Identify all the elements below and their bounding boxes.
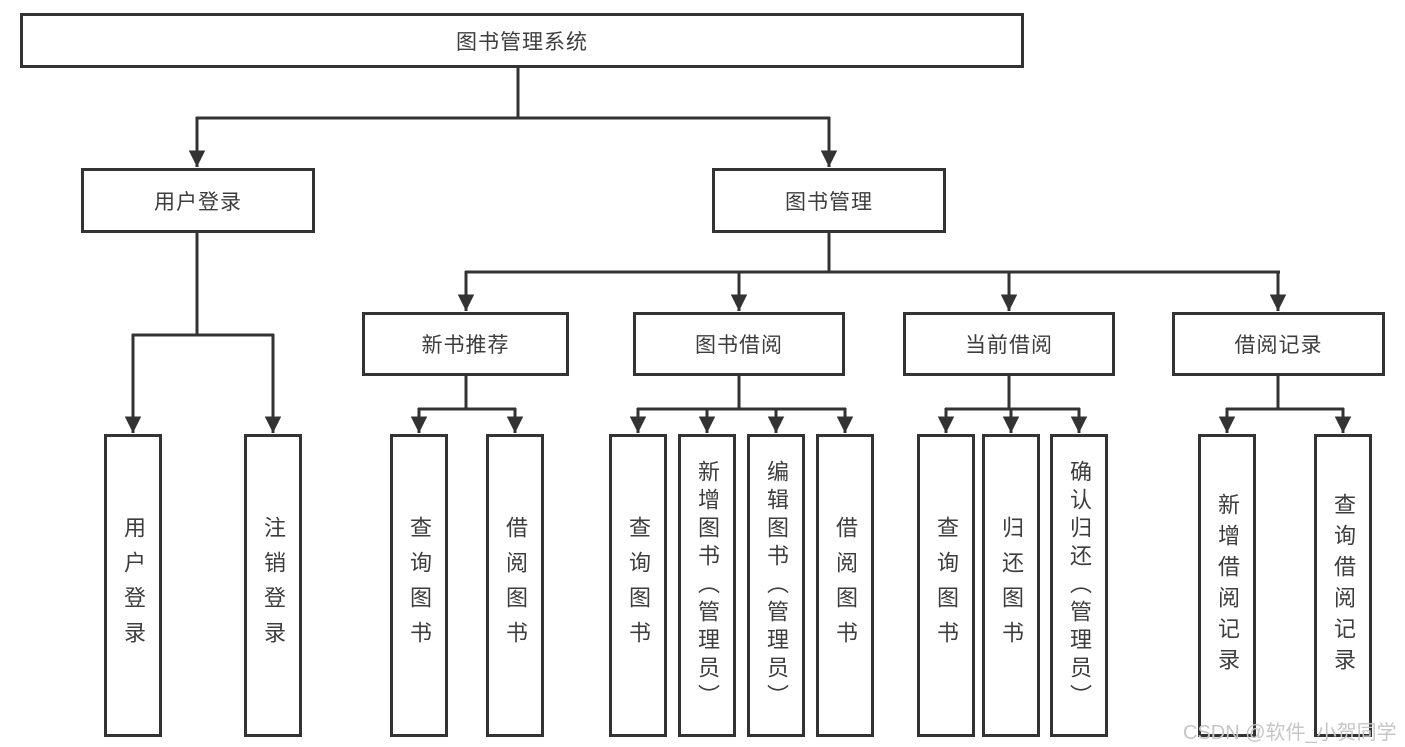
leaf-user-login: 用户登录: [104, 434, 162, 737]
csdn-watermark: CSDN @软件_小贺同学: [1183, 722, 1397, 744]
node-new-book-recommendation: 新书推荐: [362, 312, 569, 376]
node-label: 查询图书: [934, 515, 959, 656]
node-label: 查询图书: [407, 515, 432, 656]
node-current-borrowing: 当前借阅: [903, 312, 1115, 376]
leaf-return-books: 归还图书: [982, 434, 1040, 737]
node-book-borrowing: 图书借阅: [633, 312, 845, 376]
node-user-login: 用户登录: [81, 168, 315, 233]
node-label: 注销登录: [261, 515, 286, 656]
node-label: 查询借阅记录: [1331, 492, 1356, 679]
node-label: 图书管理系统: [456, 30, 588, 54]
node-label: 图书借阅: [695, 334, 783, 357]
leaf-borrow-books-recommend: 借阅图书: [486, 434, 544, 737]
node-label: 图书管理: [785, 190, 873, 214]
node-label: 借阅图书: [503, 515, 528, 656]
node-label: 新增借阅记录: [1215, 492, 1240, 679]
node-borrowing-records: 借阅记录: [1172, 312, 1385, 376]
node-label: 新书推荐: [421, 334, 510, 357]
node-label: 用户登录: [121, 515, 146, 656]
leaf-borrow-books: 借阅图书: [816, 434, 874, 737]
leaf-query-borrowing-record: 查询借阅记录: [1314, 434, 1372, 737]
node-label: 借阅记录: [1234, 334, 1323, 357]
leaf-query-books-borrowing: 查询图书: [609, 434, 667, 737]
leaf-add-borrowing-record: 新增借阅记录: [1198, 434, 1256, 737]
leaf-add-books-admin: 新增图书（管理员）: [678, 434, 736, 737]
node-label: 用户登录: [154, 190, 242, 214]
leaf-confirm-return-admin: 确认归还（管理员）: [1050, 434, 1108, 737]
node-label: 查询图书: [626, 515, 651, 656]
leaf-query-books-recommend: 查询图书: [390, 434, 448, 737]
node-label: 确认归还（管理员）: [1067, 459, 1092, 712]
node-label: 新增图书（管理员）: [695, 459, 720, 712]
node-book-management: 图书管理: [712, 168, 946, 233]
node-label: 编辑图书（管理员）: [764, 459, 789, 712]
node-library-management-system: 图书管理系统: [20, 13, 1024, 68]
leaf-query-books-current: 查询图书: [917, 434, 975, 737]
node-label: 借阅图书: [833, 515, 858, 656]
node-label: 归还图书: [999, 515, 1024, 656]
leaf-edit-books-admin: 编辑图书（管理员）: [747, 434, 805, 737]
leaf-logout: 注销登录: [244, 434, 302, 737]
node-label: 当前借阅: [965, 334, 1053, 357]
